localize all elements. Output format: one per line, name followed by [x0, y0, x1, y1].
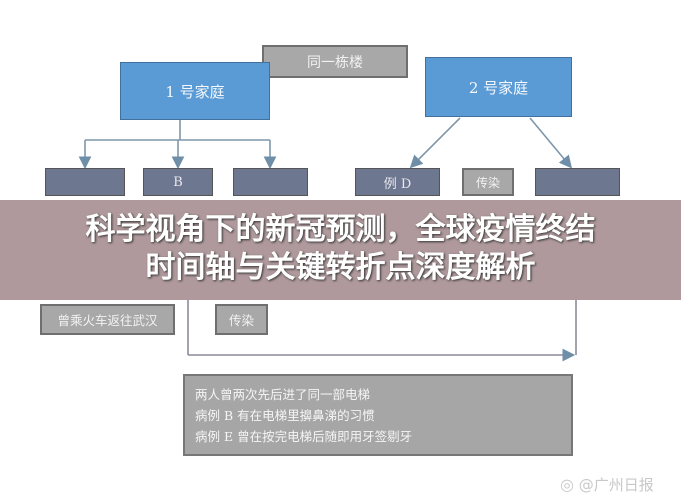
overlay-title-line2: 时间轴与关键转折点深度解析 [145, 250, 536, 285]
notes-box: 两人曾两次先后进了同一部电梯 病例 B 有在电梯里擤鼻涕的习惯 病例 E 曾在按… [183, 374, 573, 456]
weibo-icon: ◎ [560, 475, 574, 494]
transmit-bottom-label: 传染 [228, 313, 254, 328]
family-2-box: 2 号家庭 [425, 57, 572, 117]
family-2-label: 2 号家庭 [468, 78, 529, 97]
transmit-top-box: 传染 [462, 168, 514, 196]
transmit-top-label: 传染 [475, 175, 500, 190]
family-1-box: 1 号家庭 [120, 62, 270, 120]
title-overlay [0, 200, 681, 300]
train-wuhan-label: 曾乘火车返往武汉 [57, 313, 158, 328]
note-line: 病例 E 曾在按完电梯后随即用牙签剔牙 [195, 429, 413, 444]
case-b-box: B [143, 168, 213, 196]
case-box [535, 168, 620, 196]
case-b-label: B [173, 174, 183, 190]
case-d-box: 例 D [355, 168, 440, 196]
watermark-text: @广州日报 [578, 476, 654, 494]
family-1-label: 1 号家庭 [165, 82, 225, 101]
case-box [45, 168, 125, 196]
note-line: 两人曾两次先后进了同一部电梯 [195, 387, 371, 402]
case-d-label: 例 D [383, 176, 412, 192]
transmit-bottom-box: 传染 [215, 304, 268, 335]
overlay-title-line1: 科学视角下的新冠预测，全球疫情终结 [85, 212, 596, 247]
same-building-box: 同一栋楼 [262, 45, 408, 78]
watermark: ◎ @广州日报 [560, 474, 654, 495]
train-wuhan-box: 曾乘火车返往武汉 [40, 304, 175, 335]
note-line: 病例 B 有在电梯里擤鼻涕的习惯 [195, 408, 375, 423]
case-box [233, 168, 308, 196]
same-building-label: 同一栋楼 [307, 54, 363, 71]
